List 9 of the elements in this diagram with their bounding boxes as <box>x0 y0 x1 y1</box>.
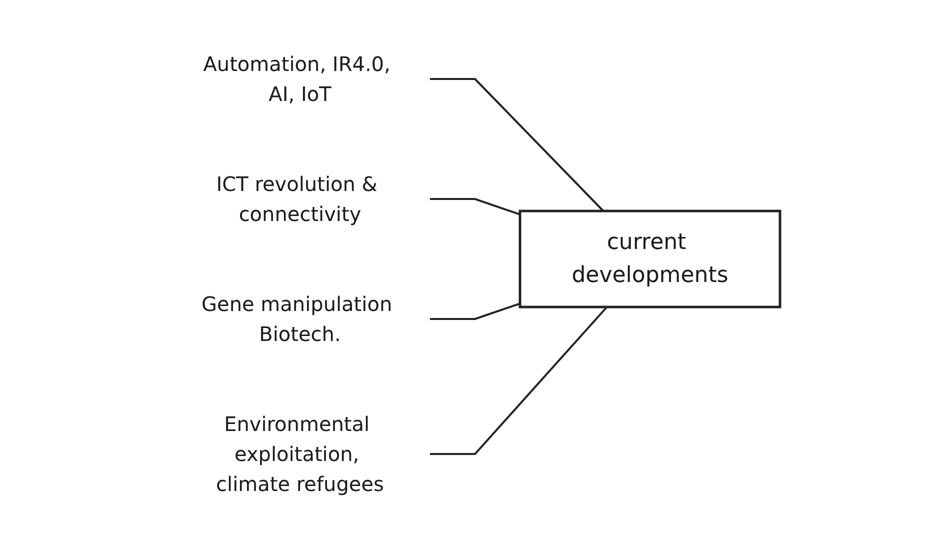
connector <box>430 198 520 215</box>
node-text: Environmental exploitation, climate refugees <box>216 412 384 496</box>
connector <box>430 302 520 320</box>
node-text: ICT revolution & connectivity <box>216 172 377 226</box>
connector <box>430 78 604 212</box>
node-box: current developments <box>518 209 781 308</box>
node-text: Gene manipulation Biotech. <box>201 292 392 346</box>
connector <box>430 306 608 454</box>
node-text: Automation, IR4.0, AI, IoT <box>202 52 390 106</box>
